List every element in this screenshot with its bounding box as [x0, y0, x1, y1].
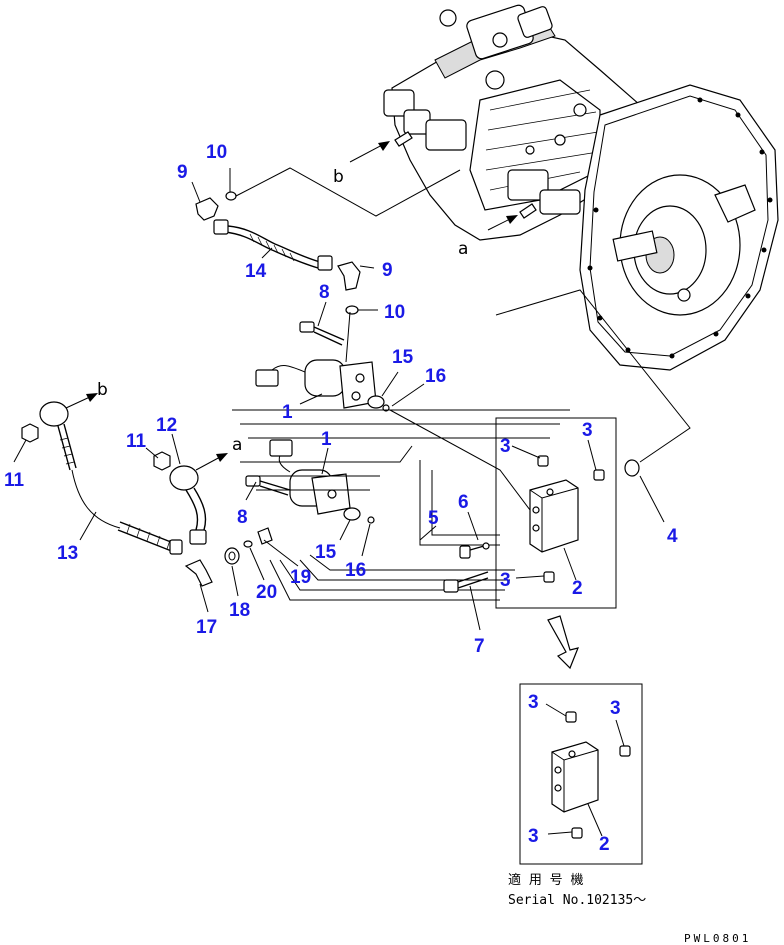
o-ring-15-lower [343, 507, 361, 521]
detail-frame-serial [519, 683, 643, 865]
callout-17: 17 [196, 617, 217, 638]
pump-port-b-letter: b [333, 167, 344, 187]
callout-1-lower: 1 [321, 429, 332, 450]
callout-10-upper: 10 [206, 142, 227, 163]
plug-3-right [593, 469, 605, 481]
hose-13 [39, 401, 183, 555]
serial-note-number: Serial No.102135～ [508, 893, 646, 908]
valve-block-2-main [529, 479, 579, 553]
hose-12 [169, 465, 207, 545]
callout-3-detail-top: 3 [528, 692, 539, 713]
leader-lines [13, 168, 665, 837]
o-ring-20 [243, 540, 253, 548]
callout-2-detail: 2 [599, 834, 610, 855]
plug-3-top [537, 455, 549, 467]
callout-14: 14 [245, 261, 267, 282]
callout-13: 13 [57, 543, 78, 564]
plug-3-bottom [543, 571, 555, 583]
solenoid-valve-1-upper [255, 359, 377, 409]
hose-13-b-arrow [65, 393, 98, 409]
bolt-6 [459, 542, 490, 559]
bolt-7 [443, 571, 489, 593]
callout-11-right: 11 [126, 431, 147, 452]
callout-6: 6 [458, 492, 469, 513]
detail-frame-main [495, 417, 617, 609]
callout-7: 7 [474, 636, 485, 657]
bolt-8-lower [245, 475, 291, 496]
callout-15-upper: 15 [392, 347, 414, 368]
pump-port-a-letter: a [458, 239, 468, 259]
hose-13-b-letter: b [97, 380, 108, 400]
nut-11-left [21, 423, 39, 443]
callout-20: 20 [256, 582, 277, 603]
pump-port-a-arrow [487, 215, 518, 231]
plug-3-detail-right [619, 745, 631, 757]
callout-4: 4 [667, 526, 678, 547]
hose-12-a-arrow [195, 453, 228, 471]
callout-9-lower: 9 [382, 260, 393, 281]
hydraulic-pump-assembly [383, 4, 779, 371]
drawing-code: PWL0801 [684, 932, 751, 945]
serial-note-label: 適 用 号 機 [508, 872, 583, 888]
pump-port-b-arrow [349, 141, 390, 163]
callout-3-detail-right: 3 [610, 698, 621, 719]
fitting-19 [257, 527, 273, 545]
callout-16-upper: 16 [425, 366, 446, 387]
o-ring-4 [624, 459, 640, 477]
callout-16-lower: 16 [345, 560, 366, 581]
solenoid-valve-1-lower [269, 439, 351, 515]
callout-3-main-bottom: 3 [500, 570, 511, 591]
o-ring-10-upper [225, 191, 237, 201]
valve-block-2-serial [551, 741, 599, 813]
callout-8-lower: 8 [237, 507, 248, 528]
elbow-fitting-17 [184, 559, 213, 587]
plug-3-detail-top [565, 711, 577, 723]
callout-1-upper: 1 [282, 402, 293, 423]
o-ring-15-upper [367, 395, 385, 409]
callout-9-upper: 9 [177, 162, 188, 183]
callouts: 10 9 14 9 8 10 15 16 1 1 12 11 11 8 13 1… [4, 142, 678, 855]
hose-12-a-letter: a [232, 435, 242, 455]
callout-3-main-right: 3 [582, 420, 593, 441]
hose-14 [213, 219, 333, 271]
nut-11-right [153, 451, 171, 471]
callout-3-detail-bottom: 3 [528, 826, 539, 847]
elbow-fitting-9-upper [195, 197, 219, 221]
callout-8-upper: 8 [319, 282, 330, 303]
detail-pointer-arrow [547, 615, 579, 670]
elbow-fitting-9-lower [337, 261, 361, 291]
callout-10-lower: 10 [384, 302, 405, 323]
callout-5: 5 [428, 508, 439, 529]
callout-11-left: 11 [4, 470, 25, 491]
callout-2-main: 2 [572, 578, 583, 599]
callout-12: 12 [156, 415, 177, 436]
callout-3-main-top: 3 [500, 436, 511, 457]
callout-19: 19 [290, 567, 311, 588]
o-ring-10-lower [345, 305, 359, 315]
callout-18: 18 [229, 600, 250, 621]
washer-18 [224, 547, 240, 565]
pipe-route-lines [232, 289, 691, 601]
o-ring-16-lower [367, 516, 375, 524]
bolt-8-upper [299, 321, 345, 346]
callout-15-lower: 15 [315, 542, 337, 563]
plug-3-detail-bottom [571, 827, 583, 839]
